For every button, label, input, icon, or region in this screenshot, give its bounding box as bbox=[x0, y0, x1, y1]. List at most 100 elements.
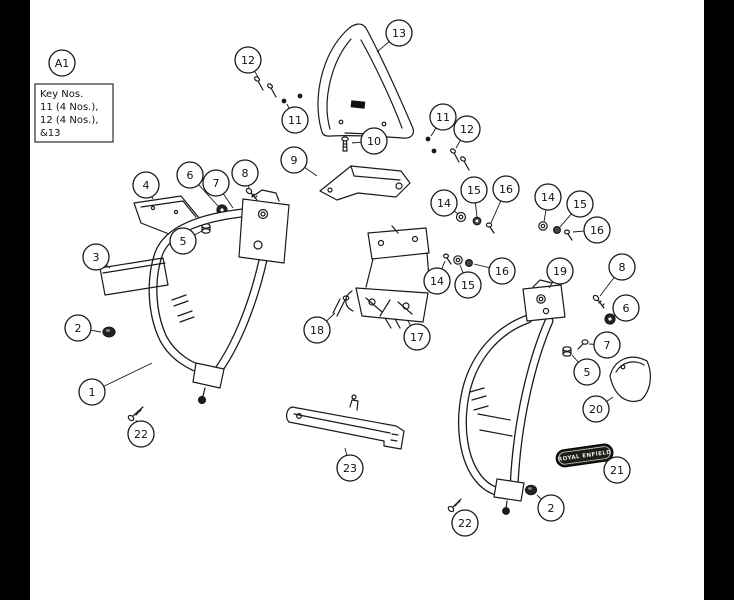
callout-22: 22 bbox=[127, 419, 155, 448]
callout-label: 12 bbox=[241, 54, 255, 67]
callout-circle bbox=[582, 395, 610, 423]
callout-19: 19 bbox=[546, 257, 574, 289]
callout-label: 12 bbox=[460, 123, 474, 136]
callout-17: 17 bbox=[403, 320, 431, 351]
trim-strip-drawing bbox=[99, 257, 169, 296]
callout-circle bbox=[583, 216, 611, 244]
callout-circle bbox=[492, 175, 520, 203]
callout-leader-line bbox=[254, 70, 259, 78]
callout-18: 18 bbox=[303, 312, 336, 344]
callout-circle bbox=[64, 314, 92, 342]
callout-circle bbox=[534, 183, 562, 211]
callout-label: 11 bbox=[288, 114, 302, 127]
callout-circle bbox=[132, 171, 160, 199]
callout-circle bbox=[336, 454, 364, 482]
callout-label: A1 bbox=[55, 57, 70, 70]
callout-label: 16 bbox=[499, 183, 513, 196]
callout-circle bbox=[82, 243, 110, 271]
callout-leader-line bbox=[473, 263, 490, 269]
callout-circle bbox=[546, 257, 574, 285]
callout-circle bbox=[78, 378, 106, 406]
callout-21: 21 bbox=[603, 456, 631, 484]
callout-6: 6 bbox=[176, 161, 219, 207]
callout-label: 15 bbox=[461, 279, 475, 292]
lower-bar-drawing bbox=[286, 394, 405, 450]
callout-5: 5 bbox=[571, 354, 601, 386]
center-bracket-drawing bbox=[345, 225, 431, 329]
callout-circle bbox=[234, 46, 262, 74]
callout-circle bbox=[169, 227, 197, 255]
callout-circle bbox=[303, 316, 331, 344]
callout-23: 23 bbox=[336, 447, 364, 482]
callout-label: 9 bbox=[291, 154, 298, 167]
callout-leader-line bbox=[430, 127, 437, 137]
left-letterbox-bar bbox=[0, 0, 30, 600]
callout-leader-line bbox=[351, 141, 362, 144]
callout-9: 9 bbox=[280, 146, 318, 177]
callout-label: 8 bbox=[242, 167, 249, 180]
callout-12: 12 bbox=[234, 46, 262, 78]
callout-leader-line bbox=[559, 213, 572, 228]
callout-7: 7 bbox=[202, 169, 234, 209]
callout-label: 21 bbox=[610, 464, 624, 477]
callout-2: 2 bbox=[536, 494, 565, 522]
callout-16: 16 bbox=[572, 216, 611, 244]
callout-label: 7 bbox=[213, 177, 220, 190]
callout-leader-line bbox=[599, 277, 615, 297]
callout-15: 15 bbox=[454, 264, 482, 299]
fastener-group-a-drawing bbox=[455, 211, 495, 234]
crash-guard-right-drawing bbox=[457, 279, 566, 515]
callout-circle bbox=[488, 257, 516, 285]
callout-leader-line bbox=[105, 264, 111, 269]
bolt-11-left-drawing bbox=[281, 93, 303, 104]
callout-leader-line bbox=[344, 447, 348, 456]
callout-circle bbox=[429, 103, 457, 131]
callout-circle bbox=[608, 253, 636, 281]
callout-13: 13 bbox=[376, 19, 413, 53]
callout-leader-line bbox=[304, 167, 318, 177]
screw-12-left-drawing bbox=[254, 76, 277, 98]
key-box: Key Nos. 11 (4 Nos.), 12 (4 Nos.), &13 bbox=[34, 83, 114, 143]
callout-circle bbox=[385, 19, 413, 47]
callout-label: 5 bbox=[180, 235, 187, 248]
callout-circle bbox=[281, 106, 309, 134]
callout-circle bbox=[593, 331, 621, 359]
callout-label: 10 bbox=[367, 135, 381, 148]
callout-label: 6 bbox=[187, 169, 194, 182]
callout-a1: A1 bbox=[48, 49, 76, 77]
callout-leader-line bbox=[536, 494, 542, 500]
callout-label: 14 bbox=[430, 275, 444, 288]
callout-6: 6 bbox=[612, 294, 640, 322]
spacer-5-right-drawing bbox=[562, 346, 572, 357]
callout-circle bbox=[403, 323, 431, 351]
callout-label: 23 bbox=[343, 462, 357, 475]
callout-label: 22 bbox=[458, 517, 472, 530]
callout-leader-line bbox=[441, 260, 446, 270]
callout-circle bbox=[280, 146, 308, 174]
callout-circle bbox=[603, 456, 631, 484]
callout-16: 16 bbox=[490, 175, 520, 224]
callout-label: 16 bbox=[590, 224, 604, 237]
callout-leader-line bbox=[326, 312, 336, 322]
grommet-2-right-drawing bbox=[524, 484, 538, 496]
callout-label: 15 bbox=[467, 184, 481, 197]
callout-15: 15 bbox=[559, 190, 594, 228]
callout-leader-line bbox=[543, 209, 547, 223]
fastener-group-c-drawing bbox=[443, 253, 474, 268]
screw-8-right-drawing bbox=[592, 294, 605, 309]
bolt-11-right-drawing bbox=[425, 136, 437, 154]
screw-12-right-drawing bbox=[450, 148, 470, 171]
key-box-line-1: Key Nos. bbox=[40, 89, 83, 100]
callout-11: 11 bbox=[281, 103, 309, 134]
callout-7: 7 bbox=[588, 331, 621, 359]
callout-12: 12 bbox=[453, 115, 481, 149]
callout-14: 14 bbox=[423, 260, 451, 295]
callout-leader-line bbox=[571, 354, 579, 363]
callout-label: 2 bbox=[548, 502, 555, 515]
callout-circle bbox=[360, 127, 388, 155]
spacer-5-left-drawing bbox=[201, 223, 211, 234]
right-letterbox-bar bbox=[704, 0, 734, 600]
screw-22-right-drawing bbox=[447, 498, 462, 513]
